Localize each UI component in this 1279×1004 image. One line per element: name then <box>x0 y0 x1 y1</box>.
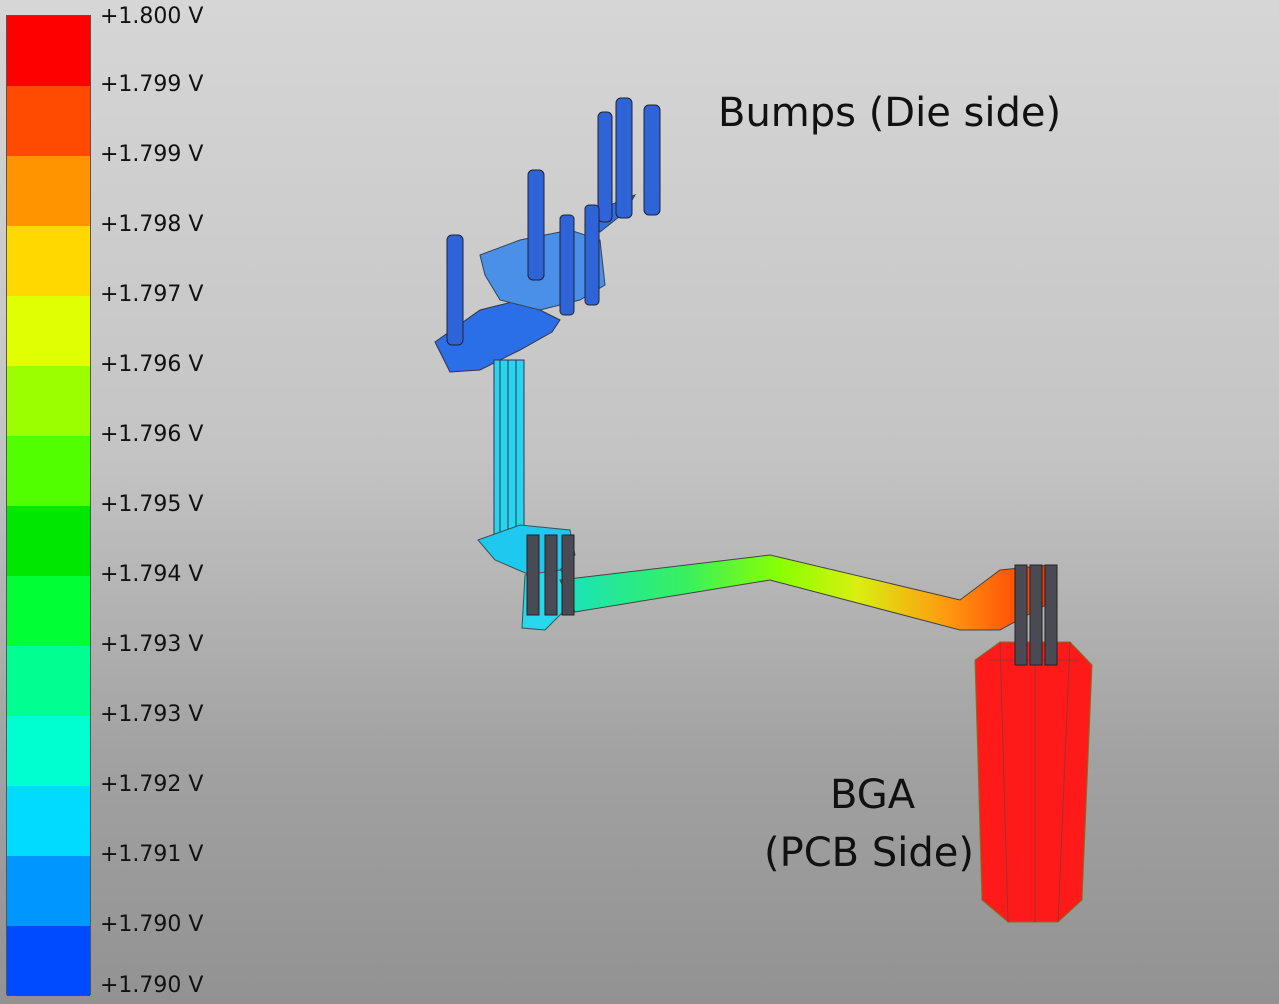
legend-label: +1.796 V <box>100 422 204 447</box>
via-stacks <box>526 534 1058 666</box>
legend-swatch <box>7 16 90 86</box>
legend-label: +1.799 V <box>100 142 204 167</box>
legend-swatch <box>7 366 90 436</box>
legend-swatch <box>7 576 90 646</box>
legend-swatch <box>7 86 90 156</box>
bga-annotation-line1: BGA <box>830 772 916 818</box>
legend-swatch <box>7 786 90 856</box>
legend-label: +1.799 V <box>100 72 204 97</box>
voltage-color-scale <box>6 15 91 996</box>
legend-label: +1.796 V <box>100 352 204 377</box>
legend-swatch <box>7 296 90 366</box>
legend-label: +1.790 V <box>100 912 204 937</box>
legend-label: +1.793 V <box>100 702 204 727</box>
legend-label: +1.793 V <box>100 632 204 657</box>
die-bumps <box>446 97 661 346</box>
signal-trace <box>559 554 1056 631</box>
legend-label: +1.798 V <box>100 212 204 237</box>
bga-ball <box>974 641 1093 923</box>
legend-swatch <box>7 856 90 926</box>
legend-swatch <box>7 226 90 296</box>
via-column <box>493 359 525 541</box>
bumps-annotation: Bumps (Die side) <box>718 90 1062 136</box>
legend-label: +1.795 V <box>100 492 204 517</box>
legend-swatch <box>7 926 90 996</box>
legend-label: +1.794 V <box>100 562 204 587</box>
legend-swatch <box>7 646 90 716</box>
legend-swatch <box>7 156 90 226</box>
legend-label: +1.792 V <box>100 772 204 797</box>
legend-swatch <box>7 436 90 506</box>
legend-label: +1.797 V <box>100 282 204 307</box>
legend-label: +1.791 V <box>100 842 204 867</box>
bga-annotation-line2: (PCB Side) <box>764 830 974 876</box>
legend-label: +1.790 V <box>100 973 204 998</box>
legend-swatch <box>7 716 90 786</box>
legend-swatch <box>7 506 90 576</box>
legend-label: +1.800 V <box>100 4 204 29</box>
